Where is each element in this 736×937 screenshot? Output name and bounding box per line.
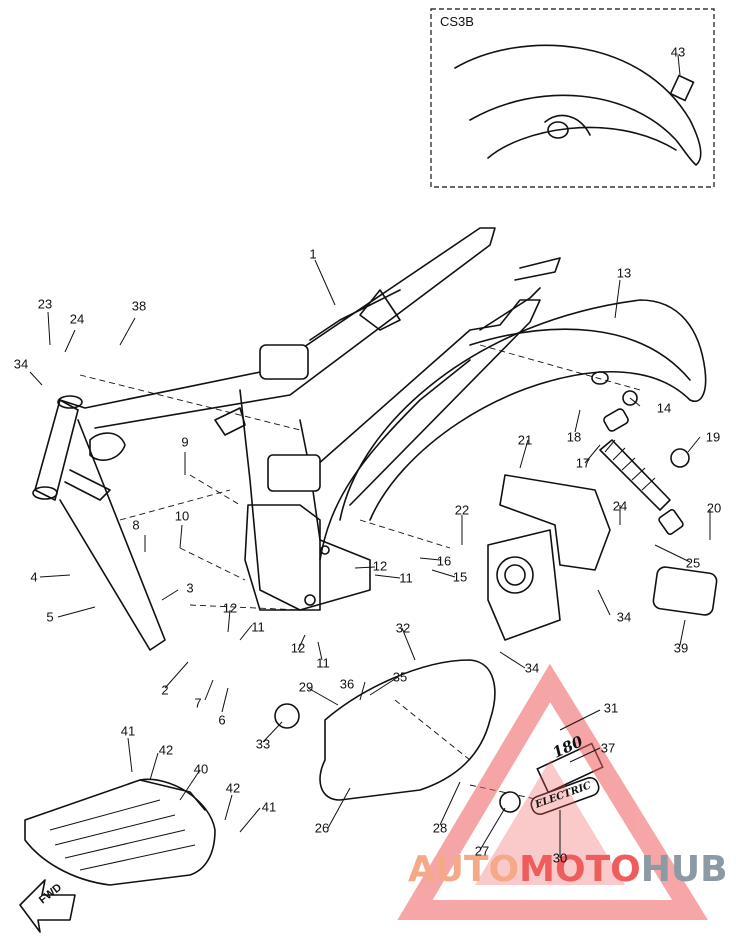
callout-22: 22	[454, 502, 470, 518]
callout-34b: 34	[616, 609, 632, 625]
callout-19: 19	[705, 429, 721, 445]
callout-40: 40	[193, 761, 209, 777]
callout-29: 29	[298, 679, 314, 695]
callout-34a: 34	[13, 356, 29, 372]
callout-41a: 41	[120, 723, 136, 739]
callout-21: 21	[517, 432, 533, 448]
callout-11a: 11	[251, 619, 265, 635]
watermark-part-auto: AUTO	[408, 849, 520, 890]
callout-28: 28	[432, 820, 448, 836]
callout-7: 7	[194, 695, 202, 711]
callout-25: 25	[685, 555, 701, 571]
callout-5: 5	[46, 609, 54, 625]
fwd-arrow-icon	[19, 879, 76, 933]
foot-step-plate	[24, 778, 216, 886]
callout-1: 1	[309, 246, 317, 262]
callout-37: 37	[600, 740, 616, 756]
rear-fender	[339, 299, 707, 521]
watermark-triangle	[397, 663, 708, 920]
callout-12b: 12	[290, 640, 306, 656]
callout-8: 8	[132, 517, 140, 533]
callout-33: 33	[255, 736, 271, 752]
callout-31: 31	[603, 700, 619, 716]
callout-26: 26	[314, 820, 330, 836]
callout-43: 43	[670, 44, 686, 60]
callout-38: 38	[131, 298, 147, 314]
inset-front-fender	[454, 44, 702, 166]
callout-42b: 42	[225, 780, 241, 796]
callout-41b: 41	[261, 799, 277, 815]
callout-3: 3	[186, 580, 194, 596]
main-frame	[59, 227, 561, 611]
callout-6: 6	[218, 712, 226, 728]
inset-label: CS3B	[440, 14, 474, 29]
steering-head	[32, 395, 166, 651]
callout-35: 35	[392, 669, 408, 685]
battery-box	[487, 474, 611, 641]
callout-24b: 24	[612, 498, 628, 514]
callout-39: 39	[673, 640, 689, 656]
cover-39	[652, 566, 718, 616]
callout-2: 2	[161, 682, 169, 698]
callout-11c: 11	[399, 570, 413, 586]
callout-14: 14	[656, 400, 672, 416]
callout-10: 10	[174, 508, 190, 524]
callout-20: 20	[706, 500, 722, 516]
callout-23: 23	[37, 296, 53, 312]
callout-34c: 34	[524, 660, 540, 676]
callout-9: 9	[181, 434, 189, 450]
callout-42a: 42	[158, 742, 174, 758]
callout-11b: 11	[316, 655, 330, 671]
callout-12a: 12	[222, 600, 238, 616]
callout-leaders	[29, 54, 711, 858]
callout-4: 4	[30, 569, 38, 585]
callout-16: 16	[436, 553, 452, 569]
callout-18: 18	[566, 429, 582, 445]
rear-shock	[599, 390, 690, 535]
callout-17: 17	[575, 455, 591, 471]
watermark-part-hub: HUB	[640, 849, 728, 890]
leader-lines	[79, 344, 641, 801]
side-cover	[274, 659, 496, 801]
callout-27: 27	[474, 843, 490, 859]
callout-32: 32	[395, 620, 411, 636]
callout-30: 30	[552, 850, 568, 866]
callout-13: 13	[616, 265, 632, 281]
callout-36: 36	[339, 676, 355, 692]
callout-24a: 24	[69, 311, 85, 327]
callout-15: 15	[452, 569, 468, 585]
watermark-part-moto: MOTO	[519, 849, 641, 890]
callout-12c: 12	[372, 558, 388, 574]
inset-box	[430, 8, 715, 188]
watermark-text: AUTOMOTOHUB	[408, 852, 728, 888]
